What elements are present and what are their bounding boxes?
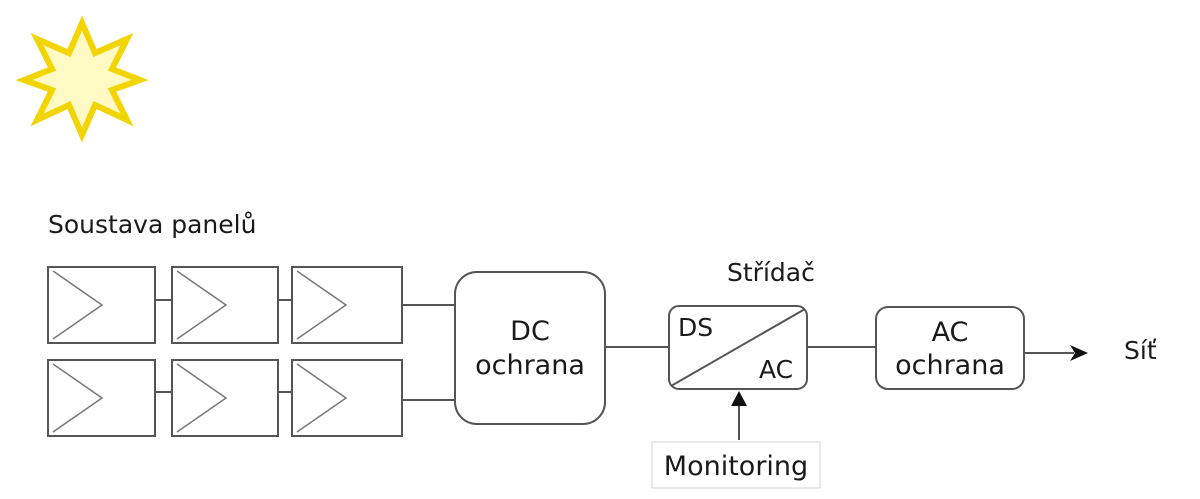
solar-panel-icon bbox=[171, 266, 279, 344]
ac-protection-line1: AC bbox=[932, 317, 969, 348]
ac-protection-box bbox=[875, 306, 1025, 390]
dc-protection-line1: DC bbox=[510, 316, 550, 347]
panels-label: Soustava panelů bbox=[48, 210, 256, 239]
solar-panel-icon bbox=[291, 359, 403, 437]
inverter-label: Střídač bbox=[727, 258, 815, 287]
inverter-diagonal bbox=[670, 308, 806, 387]
monitoring-box bbox=[651, 441, 821, 489]
solar-panel-icon bbox=[291, 266, 403, 344]
grid-label: Síť bbox=[1124, 336, 1157, 365]
ac-protection-line2: ochrana bbox=[895, 350, 1005, 381]
solar-panel-icon bbox=[47, 266, 156, 344]
arrow-up-icon bbox=[731, 391, 747, 406]
dc-protection-box bbox=[454, 271, 606, 425]
inverter-input-label: DS bbox=[678, 313, 713, 342]
arrow-right-icon bbox=[1070, 345, 1088, 361]
solar-panel-icon bbox=[171, 359, 279, 437]
monitoring-label: Monitoring bbox=[664, 451, 808, 482]
solar-panel-icon bbox=[47, 359, 156, 437]
sun-icon bbox=[15, 15, 149, 143]
inverter-output-label: AC bbox=[759, 355, 793, 384]
dc-protection-line2: ochrana bbox=[475, 350, 585, 381]
